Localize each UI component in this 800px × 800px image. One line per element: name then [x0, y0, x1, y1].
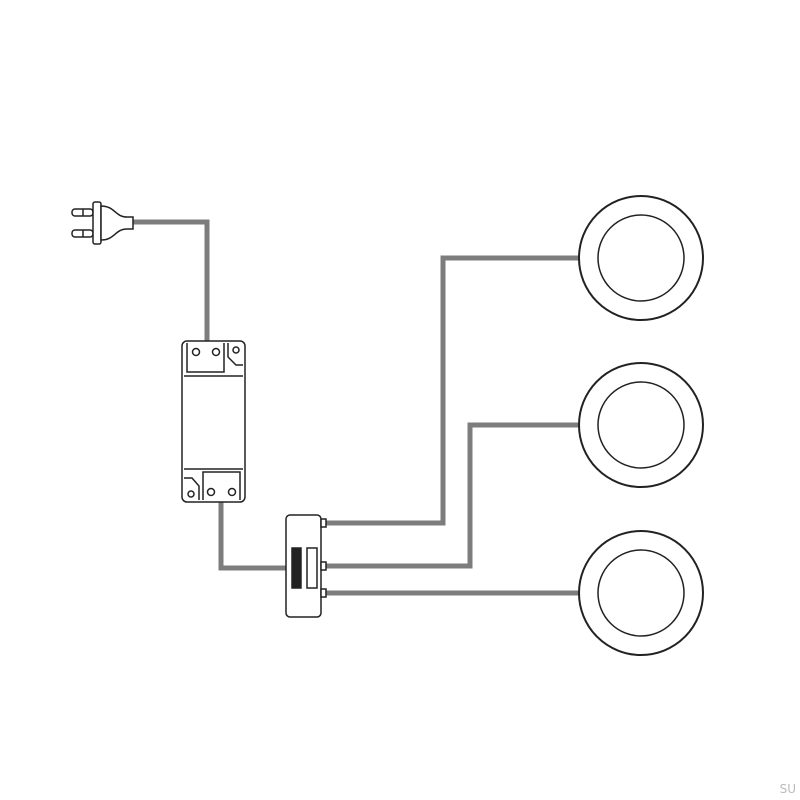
puck-light-2	[578, 362, 704, 488]
power-supply-driver	[181, 340, 246, 503]
puck-light-1	[578, 195, 704, 321]
puck-light-3	[578, 530, 704, 656]
wires	[133, 219, 580, 596]
cable-light-1	[326, 255, 580, 526]
plug-icon	[71, 201, 134, 245]
watermark: SU	[779, 782, 796, 796]
driver-output-cable	[218, 502, 286, 571]
distribution-box	[285, 514, 327, 618]
cable-light-2	[326, 422, 580, 569]
mains-cable	[133, 219, 210, 341]
puck-lights	[578, 195, 704, 656]
